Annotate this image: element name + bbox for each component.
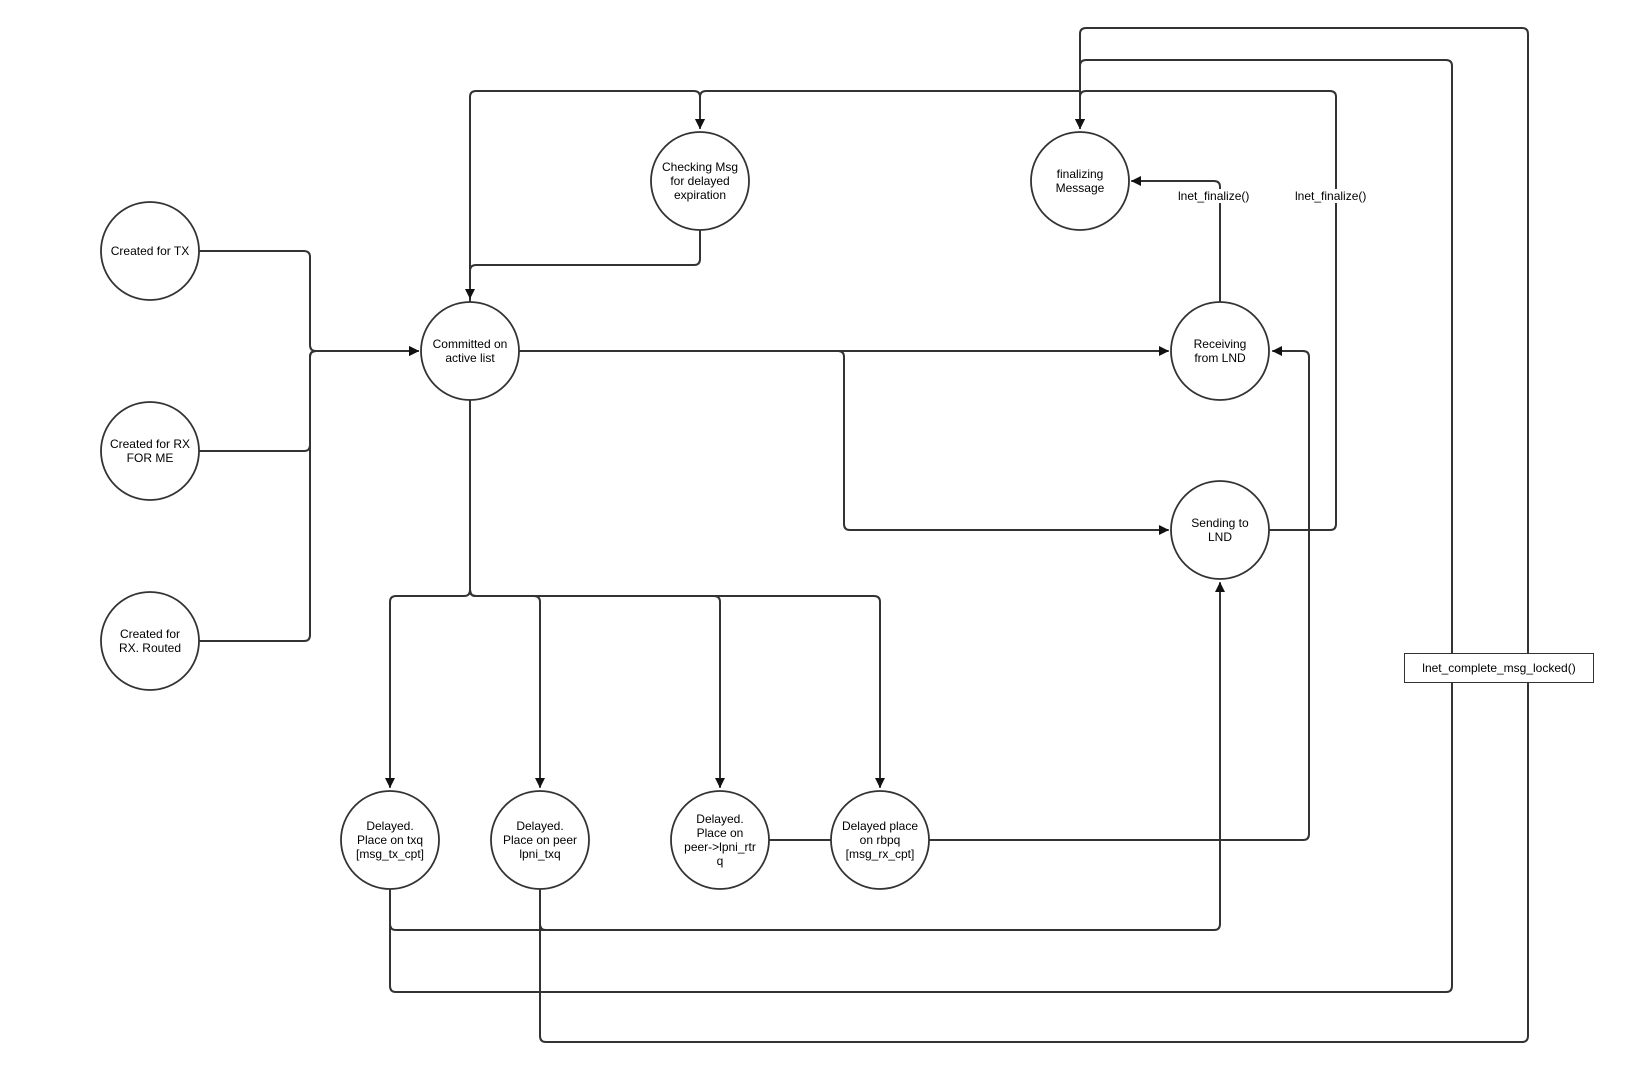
- edge-committed-to-delayed-rbpq: [469, 400, 885, 788]
- edge-created-rx-routed-to-committed: [198, 346, 419, 642]
- node-committed-on-active-list[interactable]: [420, 301, 520, 401]
- edge-committed-to-sending: [519, 350, 1169, 535]
- node-sending-to-lnd[interactable]: [1170, 480, 1270, 580]
- node-delayed-peer-txq[interactable]: [490, 790, 590, 890]
- node-lnet-complete-msg-locked[interactable]: lnet_complete_msg_locked(): [1404, 653, 1594, 683]
- edge-committed-to-delayed-peer-txq: [469, 400, 545, 788]
- edge-committed-to-delayed-peer-rtrq: [469, 400, 725, 788]
- edge-rbpq-to-receiving: [929, 346, 1310, 841]
- edge-complete-outer-loop: [539, 27, 1529, 1043]
- edge-checking-to-committed: [465, 230, 701, 299]
- node-delayed-rbpq[interactable]: [830, 790, 930, 890]
- node-created-for-rx-routed[interactable]: [100, 591, 200, 691]
- edge-label-lnet-finalize-receiving: lnet_finalize(): [1176, 189, 1252, 203]
- edge-finalizing-to-checking: [695, 90, 1081, 129]
- edge-created-rx-me-to-committed: [198, 346, 419, 452]
- edge-created-tx-to-committed: [198, 250, 419, 356]
- edge-receiving-to-finalizing: [1131, 176, 1221, 302]
- node-receiving-from-lnd[interactable]: [1170, 301, 1270, 401]
- edge-delayed-peer-txq-to-sending: [539, 889, 1215, 931]
- node-checking-msg[interactable]: [650, 131, 750, 231]
- edge-committed-to-delayed-txq: [385, 400, 471, 788]
- edge-label-lnet-finalize-sending: lnet_finalize(): [1293, 189, 1369, 203]
- node-finalizing-message[interactable]: [1030, 131, 1130, 231]
- edge-sending-to-finalizing: [1075, 90, 1337, 531]
- edge-complete-inner-loop: [389, 59, 1453, 993]
- node-delayed-peer-rtrq[interactable]: [670, 790, 770, 890]
- node-created-for-rx-for-me[interactable]: [100, 401, 200, 501]
- node-created-for-tx[interactable]: [100, 201, 200, 301]
- node-delayed-txq[interactable]: [340, 790, 440, 890]
